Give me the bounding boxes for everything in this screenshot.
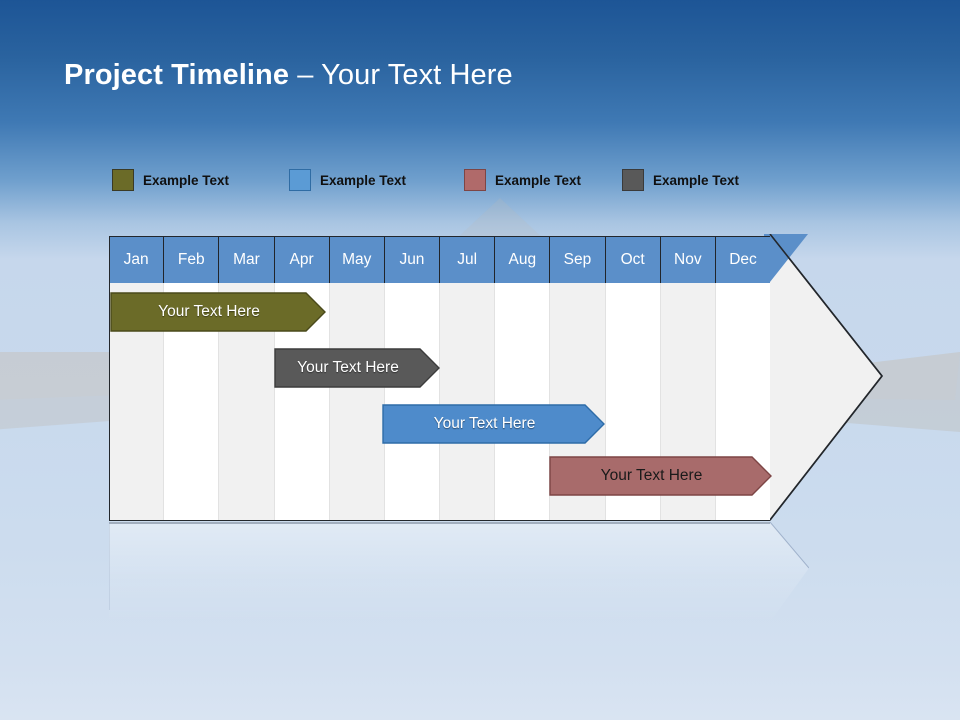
bar-shape-icon xyxy=(110,292,326,332)
month-label: Nov xyxy=(674,250,702,268)
month-label: Sep xyxy=(563,250,592,268)
legend-item-3[interactable]: Example Text xyxy=(464,169,581,193)
legend-label: Example Text xyxy=(320,172,407,188)
legend-label: Example Text xyxy=(143,172,230,188)
month-label: May xyxy=(342,250,372,268)
month-cell-jan[interactable]: Jan xyxy=(109,236,164,283)
legend-item-2[interactable]: Example Text xyxy=(289,169,406,193)
month-cell-dec[interactable]: Dec xyxy=(714,236,771,283)
grid-column xyxy=(328,283,384,521)
legend-swatch-icon xyxy=(112,169,134,191)
month-label: Jul xyxy=(457,250,478,268)
month-cell-feb[interactable]: Feb xyxy=(163,236,219,283)
month-cell-may[interactable]: May xyxy=(328,236,384,283)
bar-label: Your Text Here xyxy=(158,303,260,320)
month-cell-sep[interactable]: Sep xyxy=(549,236,605,283)
legend-item-4[interactable]: Example Text xyxy=(622,169,739,193)
bar-shape-icon xyxy=(382,404,605,444)
timeline-chart: Jan Feb Mar Apr May Jun Jul Aug Sep Oct … xyxy=(109,234,884,521)
legend-label: Example Text xyxy=(653,172,740,188)
legend-label: Example Text xyxy=(495,172,582,188)
timeline-bar-4[interactable]: Your Text Here xyxy=(549,456,772,496)
month-cell-jun[interactable]: Jun xyxy=(383,236,440,283)
timeline-bar-2[interactable]: Your Text Here xyxy=(274,348,440,388)
bar-label: Your Text Here xyxy=(297,359,399,376)
grid-column xyxy=(383,283,440,521)
month-cell-mar[interactable]: Mar xyxy=(218,236,274,283)
bar-label: Your Text Here xyxy=(600,467,703,484)
month-label: Aug xyxy=(508,250,537,268)
month-label: Feb xyxy=(177,250,205,268)
month-cell-jul[interactable]: Jul xyxy=(439,236,495,283)
bar-shape-icon xyxy=(549,456,772,496)
title-bold-part: Project Timeline xyxy=(64,59,290,91)
bar-label: Your Text Here xyxy=(433,415,536,432)
timeline-header-row: Jan Feb Mar Apr May Jun Jul Aug Sep Oct … xyxy=(109,236,771,283)
month-label: Dec xyxy=(729,250,757,268)
month-cell-oct[interactable]: Oct xyxy=(604,236,660,283)
timeline-arrowhead xyxy=(764,234,884,521)
slide-title: Project Timeline – Your Text Here xyxy=(64,59,513,92)
month-label: Mar xyxy=(233,250,260,268)
month-cell-apr[interactable]: Apr xyxy=(273,236,329,283)
timeline-bar-3[interactable]: Your Text Here xyxy=(382,404,605,444)
legend-item-1[interactable]: Example Text xyxy=(112,169,229,193)
month-label: Apr xyxy=(289,250,314,268)
legend-swatch-icon xyxy=(464,169,486,191)
bar-shape-icon xyxy=(274,348,440,388)
legend-swatch-icon xyxy=(622,169,644,191)
timeline-bar-1[interactable]: Your Text Here xyxy=(110,292,326,332)
month-label: Jan xyxy=(123,250,149,268)
month-label: Jun xyxy=(399,250,425,268)
legend-swatch-icon xyxy=(289,169,311,191)
title-rest-part: – Your Text Here xyxy=(289,59,513,91)
month-cell-nov[interactable]: Nov xyxy=(659,236,715,283)
month-label: Oct xyxy=(620,250,645,268)
month-cell-aug[interactable]: Aug xyxy=(494,236,550,283)
grid-column xyxy=(494,283,550,521)
grid-column xyxy=(439,283,495,521)
